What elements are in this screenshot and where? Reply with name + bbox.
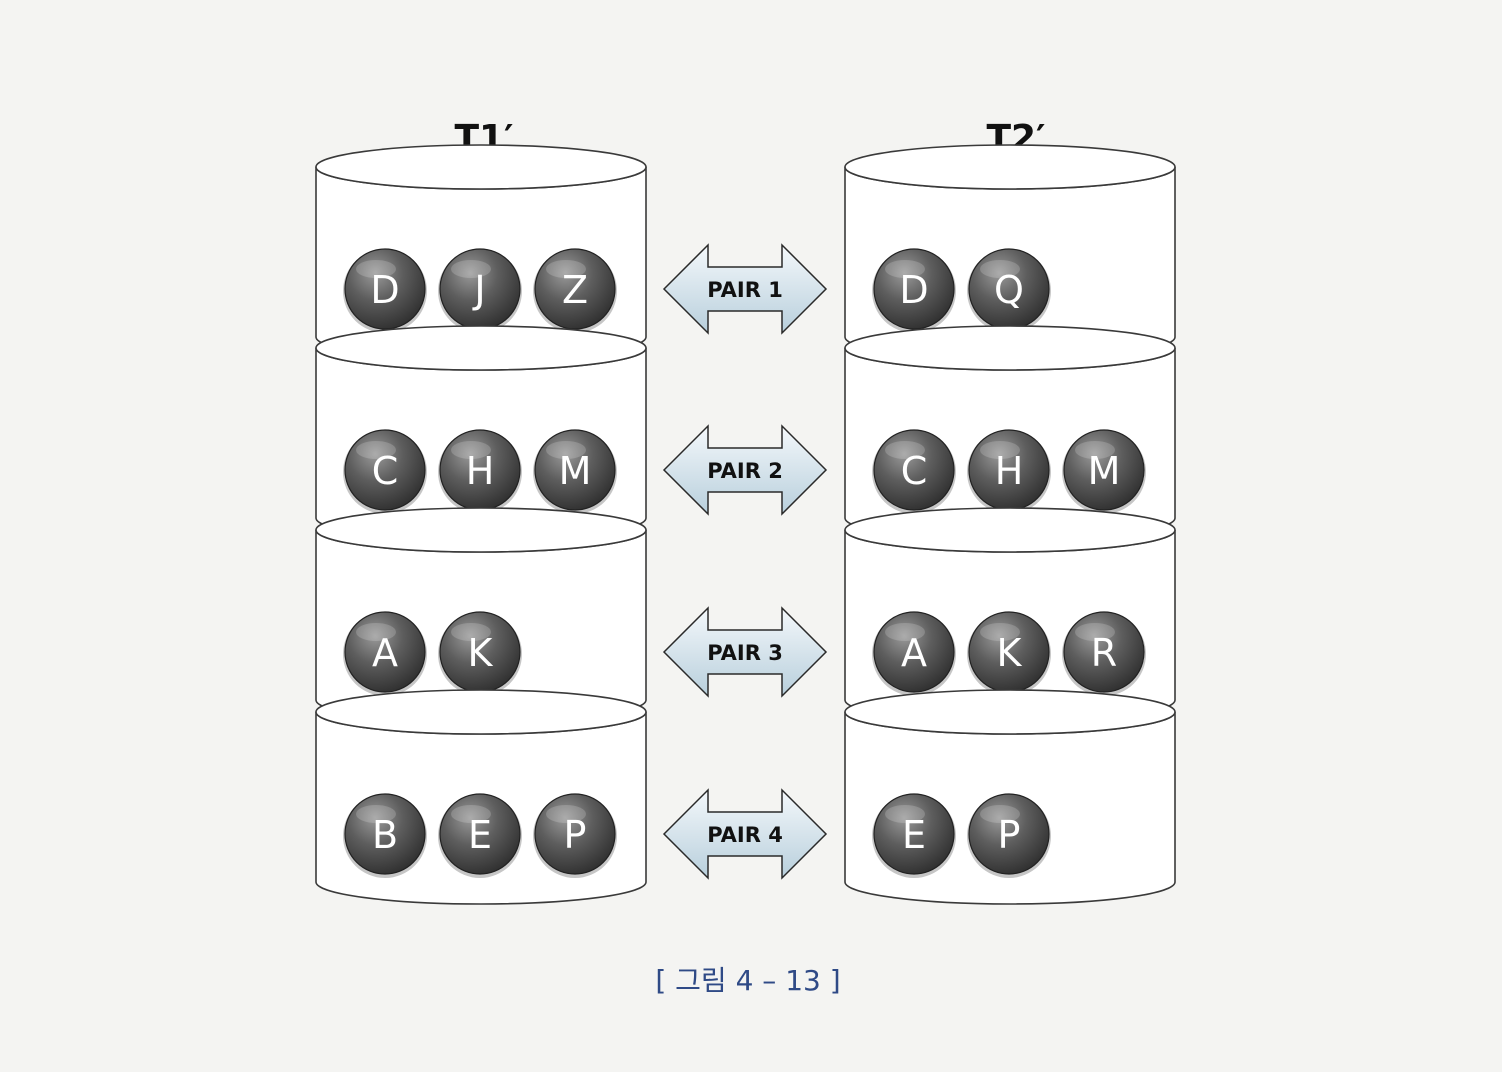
left-node-c: C	[343, 429, 427, 514]
right-node-m: M	[1062, 429, 1146, 514]
pair-arrow-1: PAIR 1	[662, 243, 828, 335]
node-letter: M	[559, 449, 592, 493]
cylinder-top	[315, 325, 647, 371]
left-node-k: K	[438, 611, 522, 696]
sphere-node-icon	[344, 793, 426, 875]
pair-arrow-4: PAIR 4	[662, 788, 828, 880]
cylinder-top	[315, 144, 647, 190]
sphere-node-icon	[1063, 611, 1145, 693]
node-letter: E	[902, 813, 926, 857]
pair-label: PAIR 2	[707, 459, 783, 483]
right-node-p: P	[967, 793, 1051, 878]
node-letter: C	[901, 449, 928, 493]
node-letter: K	[468, 631, 494, 675]
node-letter: Q	[994, 268, 1024, 312]
right-node-c: C	[872, 429, 956, 514]
node-letter: P	[998, 813, 1021, 857]
node-letter: Z	[562, 268, 588, 312]
sphere-node-icon	[873, 429, 955, 511]
node-letter: M	[1088, 449, 1121, 493]
cylinder-top	[315, 689, 647, 735]
pair-label: PAIR 1	[707, 278, 783, 302]
node-letter: A	[372, 631, 398, 675]
sphere-node-icon	[968, 793, 1050, 875]
sphere-node-icon	[534, 429, 616, 511]
sphere-node-icon	[344, 248, 426, 330]
cylinder-top	[844, 689, 1176, 735]
node-letter: K	[997, 631, 1023, 675]
sphere-node-icon	[439, 793, 521, 875]
right-node-q: Q	[967, 248, 1051, 333]
node-letter: P	[564, 813, 587, 857]
left-node-e: E	[438, 793, 522, 878]
right-node-d: D	[872, 248, 956, 333]
sphere-node-icon	[1063, 429, 1145, 511]
node-letter: R	[1091, 631, 1117, 675]
left-node-h: H	[438, 429, 522, 514]
node-letter: J	[472, 268, 485, 312]
sphere-node-icon	[534, 793, 616, 875]
pair-arrow-3: PAIR 3	[662, 606, 828, 698]
sphere-node-icon	[873, 611, 955, 693]
left-node-z: Z	[533, 248, 617, 333]
left-node-m: M	[533, 429, 617, 514]
cylinder-top	[315, 507, 647, 553]
cylinder-top	[844, 507, 1176, 553]
double-headed-arrow-icon	[662, 606, 828, 698]
right-node-r: R	[1062, 611, 1146, 696]
node-letter: D	[370, 268, 399, 312]
node-letter: E	[468, 813, 492, 857]
left-node-j: J	[438, 248, 522, 333]
sphere-node-icon	[344, 611, 426, 693]
cylinder-top	[844, 325, 1176, 371]
right-node-h: H	[967, 429, 1051, 514]
pair-label: PAIR 4	[707, 823, 783, 847]
right-node-e: E	[872, 793, 956, 878]
node-letter: A	[901, 631, 927, 675]
left-node-p: P	[533, 793, 617, 878]
node-letter: H	[995, 449, 1024, 493]
pair-arrow-2: PAIR 2	[662, 424, 828, 516]
figure-caption: [ 그림 4 – 13 ]	[655, 964, 840, 997]
right-node-a: A	[872, 611, 956, 696]
cylinder-top	[844, 144, 1176, 190]
sphere-node-icon	[873, 248, 955, 330]
double-headed-arrow-icon	[662, 424, 828, 516]
left-node-b: B	[343, 793, 427, 878]
node-letter: B	[372, 813, 398, 857]
left-node-a: A	[343, 611, 427, 696]
node-letter: H	[466, 449, 495, 493]
right-node-k: K	[967, 611, 1051, 696]
node-letter: D	[899, 268, 928, 312]
sphere-node-icon	[344, 429, 426, 511]
double-headed-arrow-icon	[662, 788, 828, 880]
sphere-node-icon	[534, 248, 616, 330]
left-node-d: D	[343, 248, 427, 333]
node-letter: C	[372, 449, 399, 493]
pair-label: PAIR 3	[707, 641, 783, 665]
sphere-node-icon	[873, 793, 955, 875]
double-headed-arrow-icon	[662, 243, 828, 335]
